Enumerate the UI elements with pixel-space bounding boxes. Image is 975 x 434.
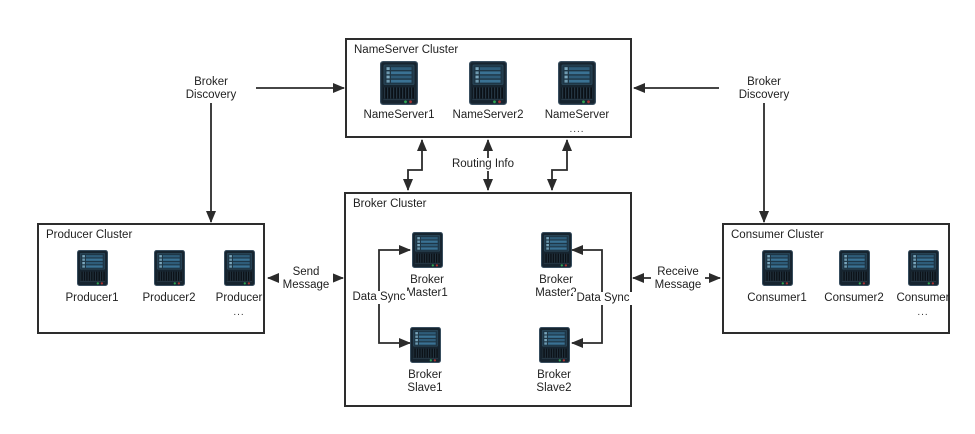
server-icon xyxy=(558,61,596,105)
consumer-cluster-box: Consumer Cluster Consumer1 Consumer2 Con… xyxy=(722,223,950,334)
node-label-line2: Slave2 xyxy=(536,382,572,394)
ellipsis-more-nodes: .... xyxy=(569,124,585,135)
node-label: NameServer xyxy=(544,109,610,121)
nameserver-cluster-title: NameServer Cluster xyxy=(354,44,459,56)
consumer1-node: Consumer1 xyxy=(732,248,822,305)
node-label-line2: Master1 xyxy=(406,287,448,299)
broker-master2-node: Broker Master2 xyxy=(511,230,601,300)
nameserver2-node: NameServer2 xyxy=(443,61,533,122)
node-label: Consumer xyxy=(896,292,950,304)
server-icon xyxy=(154,248,185,288)
broker-cluster-title: Broker Cluster xyxy=(353,198,427,210)
broker-master1-node: Broker Master1 xyxy=(382,230,472,300)
node-label-line2: Master2 xyxy=(535,287,577,299)
broker-discovery-left-label: Broker Discovery xyxy=(166,76,256,102)
node-label: Broker xyxy=(539,274,573,286)
ellipsis-more-nodes: ... xyxy=(233,307,245,318)
data-sync-right-label: Data Sync xyxy=(573,292,633,305)
routing-info-label: Routing Info xyxy=(438,158,528,171)
server-icon xyxy=(412,230,443,270)
server-icon xyxy=(539,325,570,365)
node-label: Broker xyxy=(410,274,444,286)
data-sync-left-label: Data Sync xyxy=(349,291,409,304)
node-label: Consumer1 xyxy=(747,292,807,304)
broker-slave1-node: Broker Slave1 xyxy=(380,325,470,395)
producer-cluster-title: Producer Cluster xyxy=(46,229,133,241)
producer2-node: Producer2 xyxy=(124,248,214,305)
node-label: NameServer1 xyxy=(363,109,435,121)
producer-cluster-box: Producer Cluster Producer1 Producer2 Pro… xyxy=(37,223,265,334)
nameserver-cluster-box: NameServer Cluster NameServer1 NameServe… xyxy=(345,38,632,138)
consumer-n-node: Consumer ... xyxy=(878,248,968,318)
nameserver-n-node: NameServer .... xyxy=(532,61,622,135)
consumer2-node: Consumer2 xyxy=(809,248,899,305)
ellipsis-more-nodes: ... xyxy=(917,307,929,318)
node-label: Consumer2 xyxy=(824,292,884,304)
routing-info-left-arrow xyxy=(403,139,427,191)
node-label: Broker xyxy=(537,369,571,381)
server-icon xyxy=(380,61,418,105)
producer-n-node: Producer ... xyxy=(194,248,284,318)
nameserver1-node: NameServer1 xyxy=(354,61,444,122)
server-icon xyxy=(908,248,939,288)
consumer-cluster-title: Consumer Cluster xyxy=(731,229,824,241)
broker-discovery-right-label: Broker Discovery xyxy=(719,76,809,102)
routing-info-right-arrow xyxy=(547,139,572,191)
node-label: Producer2 xyxy=(142,292,196,304)
server-icon xyxy=(224,248,255,288)
node-label: Producer1 xyxy=(65,292,119,304)
server-icon xyxy=(77,248,108,288)
server-icon xyxy=(839,248,870,288)
broker-slave2-node: Broker Slave2 xyxy=(509,325,599,395)
node-label: Broker xyxy=(408,369,442,381)
server-icon xyxy=(541,230,572,270)
producer1-node: Producer1 xyxy=(47,248,137,305)
node-label-line2: Slave1 xyxy=(407,382,443,394)
server-icon xyxy=(762,248,793,288)
server-icon xyxy=(469,61,507,105)
send-message-label: Send Message xyxy=(279,266,333,292)
receive-message-label: Receive Message xyxy=(651,266,705,292)
node-label: Producer xyxy=(215,292,263,304)
node-label: NameServer2 xyxy=(452,109,524,121)
server-icon xyxy=(410,325,441,365)
